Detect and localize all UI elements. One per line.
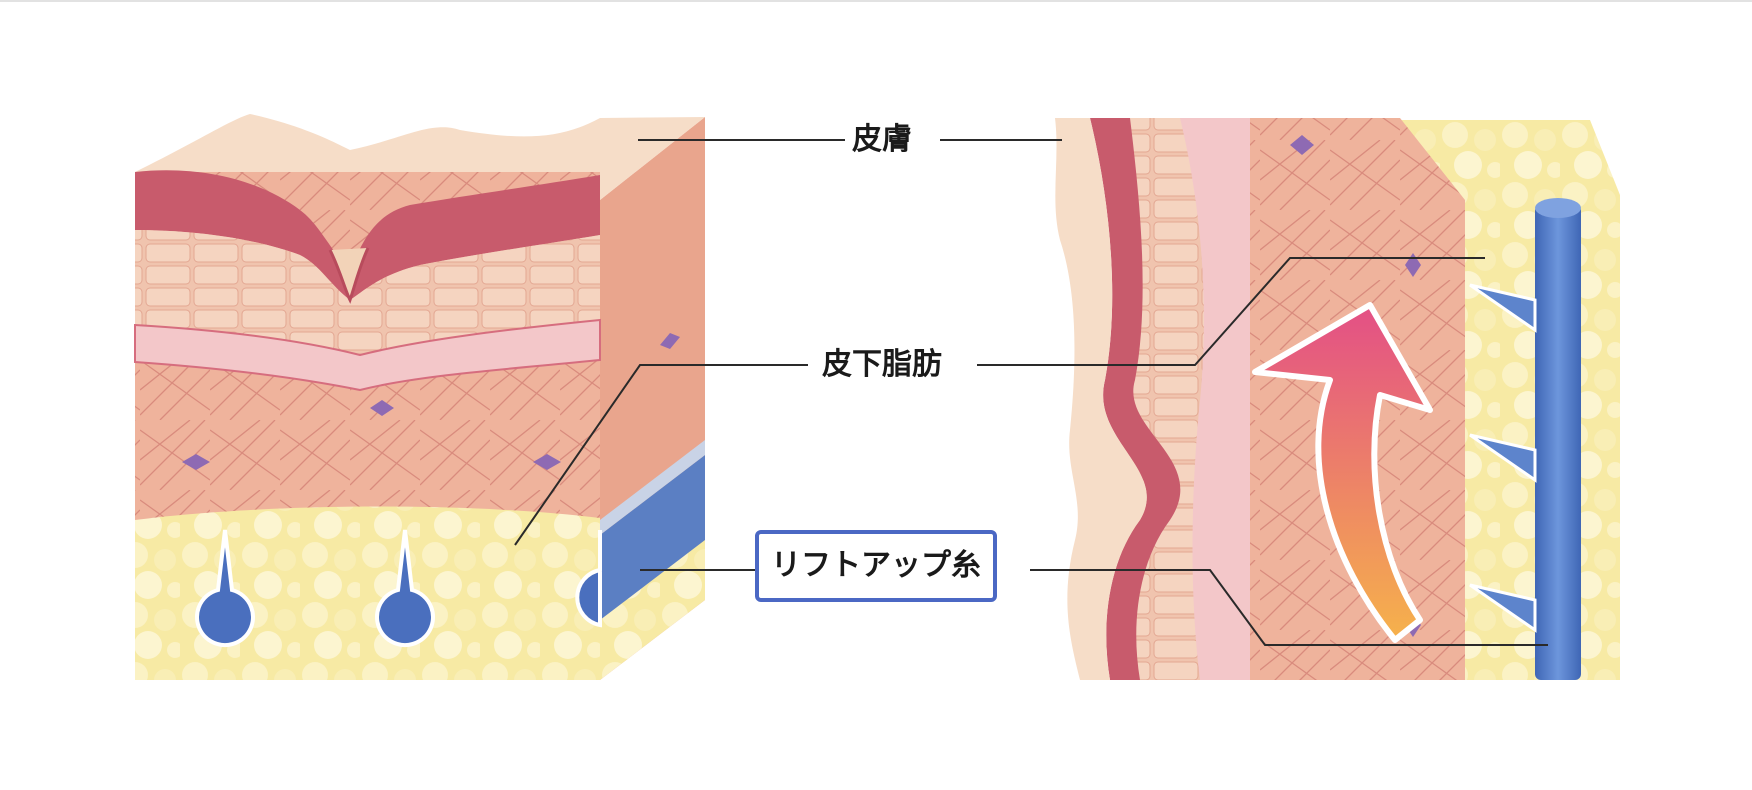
lift-direction-arrow <box>1252 302 1433 643</box>
leader-thread-right <box>1030 569 1548 646</box>
leader-lines <box>514 139 1548 646</box>
label-subcutaneous-fat: 皮下脂肪 <box>822 347 942 382</box>
leader-fat-right <box>977 257 1485 366</box>
leader-fat-left <box>514 364 808 546</box>
right-skin-block <box>1055 118 1620 680</box>
top-divider <box>0 0 1752 2</box>
left-thread-barbs <box>195 529 602 648</box>
label-lift-thread: リフトアップ糸 <box>755 530 997 602</box>
thread-cross-section <box>600 455 705 620</box>
right-epidermis-layer <box>1090 118 1181 680</box>
left-epidermis-layer <box>135 170 600 300</box>
label-skin: 皮膚 <box>852 122 912 157</box>
right-thread-barbs <box>1469 283 1537 633</box>
left-skin-block <box>134 114 705 680</box>
lift-thread <box>1535 205 1581 680</box>
right-skin-surface <box>1055 118 1147 680</box>
left-fat-layer <box>135 506 600 680</box>
